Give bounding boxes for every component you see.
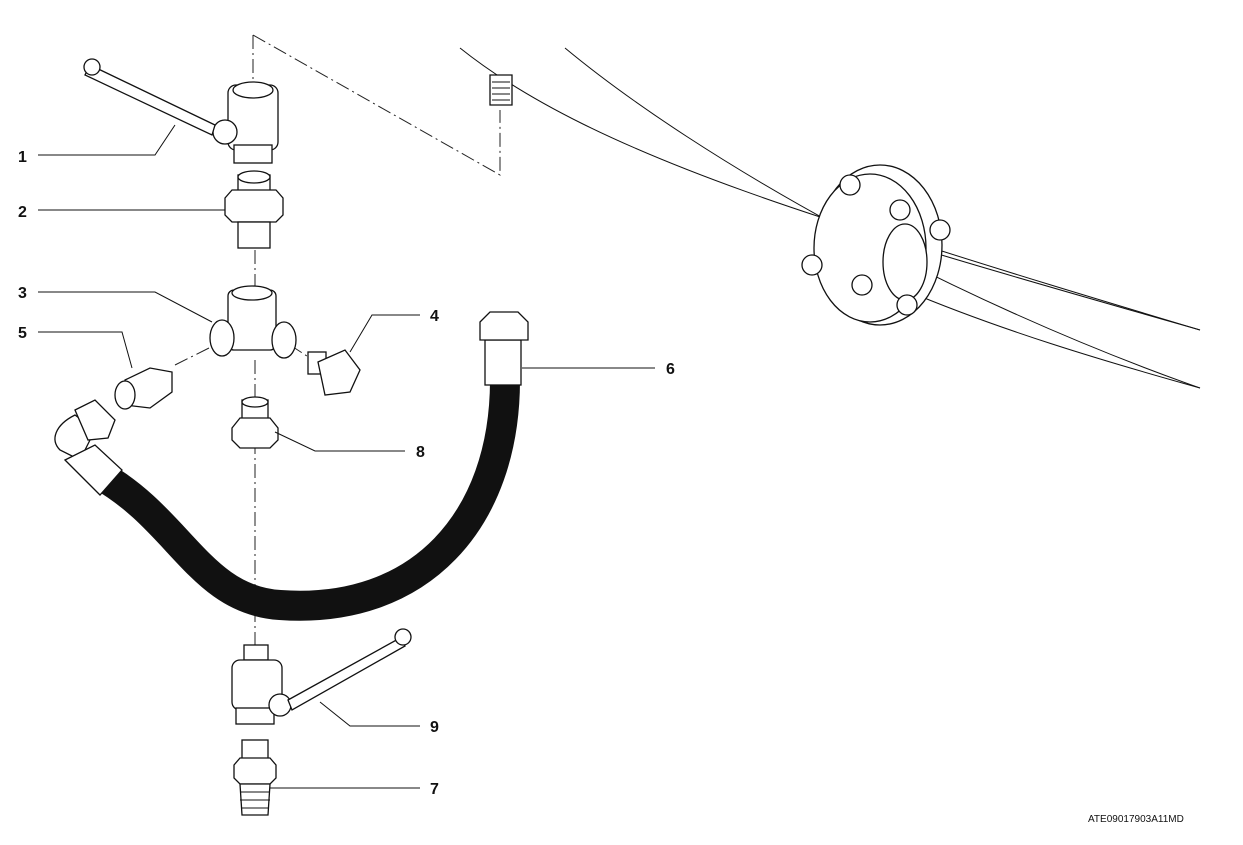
callout-7: 7 [430,781,439,798]
callout-2: 2 [18,204,27,221]
callout-9: 9 [430,719,439,736]
leader-8 [274,431,405,452]
cross-fitting [209,285,297,359]
reducer [231,396,279,449]
figure-code: ATE09017903A11MD [1088,814,1184,825]
adapter [114,367,173,410]
callout-8: 8 [416,444,425,461]
leader-3 [38,291,213,323]
leader-5 [38,331,133,369]
leader-4 [349,314,420,353]
callout-6: 6 [666,361,675,378]
callout-4: 4 [430,308,439,325]
ball-valve-bottom [231,628,412,725]
hose-barb [233,739,277,816]
callout-5: 5 [18,325,27,342]
callout-3: 3 [18,285,27,302]
hose [54,311,529,621]
plug [307,349,361,396]
leader-1 [38,124,176,156]
hex-nipple [224,170,284,249]
leader-9 [319,701,420,727]
flange [801,164,951,326]
centerline-tank [252,34,501,176]
ball-valve-top [83,58,279,164]
callout-1: 1 [18,149,27,166]
